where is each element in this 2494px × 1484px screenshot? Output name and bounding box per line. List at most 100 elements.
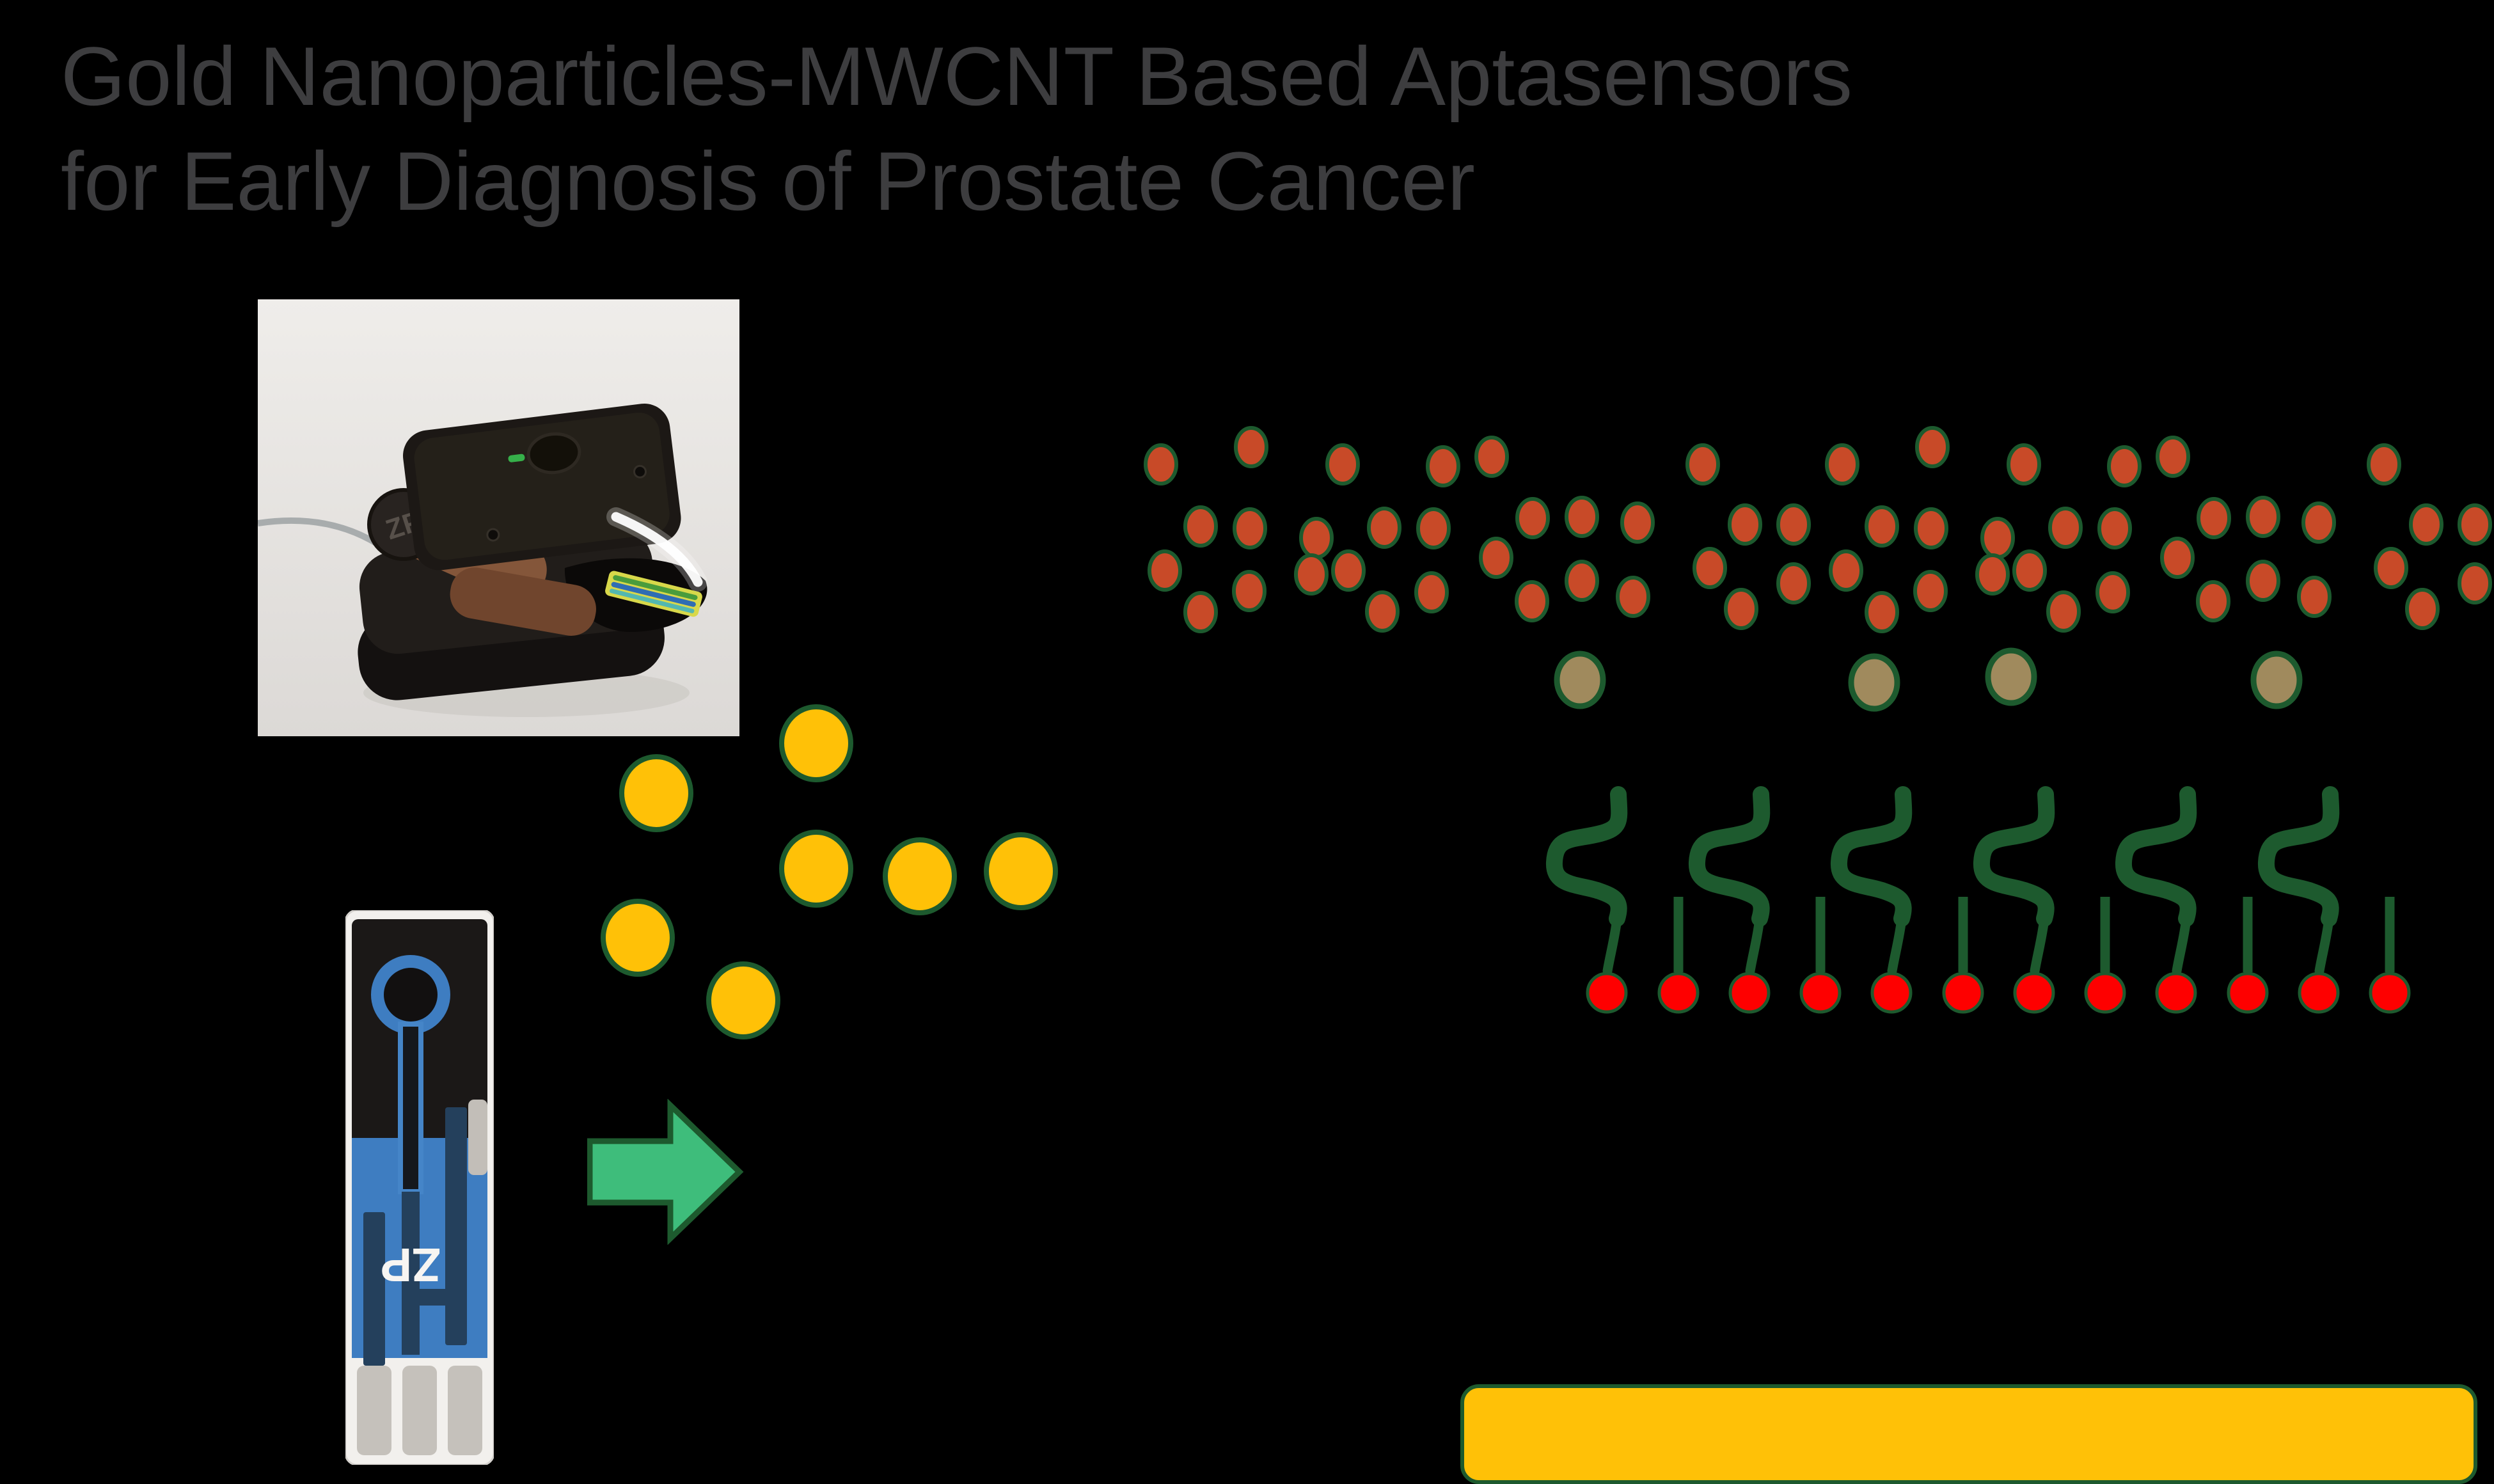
analyte-dot-icon	[1776, 503, 1811, 546]
title-line-1: Gold Nanoparticles-MWCNT Based Aptasenso…	[61, 29, 1852, 123]
analyte-dot-icon	[1299, 517, 1334, 559]
analyte-dot-icon	[2197, 497, 2231, 539]
aptamer-hairpin-icon	[2258, 786, 2340, 927]
aptamer-tail	[1745, 913, 1765, 976]
interferent-dot-icon	[1848, 653, 1900, 712]
redox-tip-icon	[2155, 972, 2197, 1014]
reader-device-photo: ZP	[258, 299, 739, 736]
analyte-dot-icon	[1565, 496, 1599, 538]
analyte-dot-icon	[1913, 570, 1948, 612]
redox-tip-icon	[2369, 972, 2411, 1014]
analyte-dot-icon	[2107, 445, 2142, 487]
analyte-dot-icon	[1367, 507, 1401, 549]
electrode-strip-photo: ZP	[345, 910, 494, 1465]
analyte-dot-icon	[2012, 549, 2047, 592]
analyte-dot-icon	[1365, 590, 1400, 633]
analyte-dot-icon	[1234, 426, 1268, 468]
analyte-dot-icon	[1825, 443, 1859, 485]
analyte-dot-icon	[2095, 571, 2130, 613]
redox-tip-icon	[2013, 972, 2055, 1014]
gold-nanoparticle-icon	[984, 832, 1058, 910]
redox-tip-icon	[1728, 972, 1771, 1014]
device-lid-top-face	[414, 413, 670, 560]
analyte-dot-icon	[1724, 588, 1758, 630]
analyte-dot-icon	[2374, 547, 2408, 589]
analyte-dot-icon	[2196, 580, 2230, 622]
analyte-dot-icon	[1474, 436, 1509, 478]
analyte-dot-icon	[1515, 497, 1550, 539]
gold-nanoparticle-icon	[883, 837, 957, 915]
strip-stripe-green	[613, 575, 698, 601]
analyte-dot-icon	[2246, 560, 2280, 602]
side-contact-pad	[468, 1100, 487, 1175]
redox-tip-icon	[2227, 972, 2269, 1014]
interferent-dot-icon	[1985, 647, 2037, 706]
analyte-dot-icon	[1728, 503, 1762, 546]
trace-center-jog	[418, 1289, 446, 1306]
analyte-dot-icon	[1148, 549, 1182, 592]
analyte-dot-icon	[2458, 503, 2492, 546]
analyte-dot-icon	[1829, 549, 1863, 592]
aptamer-tail	[1602, 913, 1622, 976]
redox-tip-icon	[1799, 972, 1842, 1014]
gold-nanoparticle-icon	[779, 704, 853, 782]
analyte-dot-icon	[1183, 591, 1218, 633]
analyte-dot-icon	[2301, 501, 2336, 544]
analyte-dot-icon	[1144, 443, 1178, 485]
interferent-dot-icon	[2250, 651, 2303, 709]
gold-nanoparticle-icon	[601, 899, 675, 977]
redox-tip-icon	[1942, 972, 1984, 1014]
strip-stripe-teal	[610, 588, 695, 613]
analyte-dot-icon	[1294, 553, 1329, 596]
interferent-dot-icon	[1554, 651, 1606, 709]
analyte-dot-icon	[1865, 591, 1899, 633]
analyte-dot-icon	[1975, 553, 2010, 596]
redox-tip-icon	[1657, 972, 1700, 1014]
gold-nanoparticle-icon	[619, 754, 693, 832]
analyte-dot-icon	[2405, 588, 2440, 630]
analyte-dot-icon	[1183, 505, 1218, 548]
contact-pad-left	[357, 1366, 391, 1455]
aptamer-hairpin-icon	[1689, 786, 1771, 927]
analyte-dot-icon	[2367, 443, 2401, 485]
analyte-dot-icon	[2160, 537, 2195, 579]
analyte-dot-icon	[1416, 507, 1451, 549]
analyte-dot-icon	[1426, 445, 1460, 487]
aptamer-tail	[2314, 913, 2334, 976]
analyte-dot-icon	[2007, 443, 2041, 485]
aptamer-tail	[2172, 913, 2191, 976]
gold-nanoparticle-icon	[779, 830, 853, 908]
title-line-2: for Early Diagnosis of Prostate Cancer	[61, 134, 1475, 228]
green-led	[508, 454, 525, 462]
analyte-dot-icon	[2409, 503, 2443, 546]
analyte-dot-icon	[1331, 549, 1366, 592]
analyte-dot-icon	[1232, 570, 1267, 612]
lever-arm-lower	[450, 567, 596, 636]
analyte-dot-icon	[2156, 436, 2190, 478]
analyte-dot-icon	[1616, 576, 1650, 618]
gold-nanoparticle-icon	[706, 961, 780, 1039]
analyte-dot-icon	[1565, 560, 1599, 602]
redox-tip-icon	[1586, 972, 1628, 1014]
aptamer-hairpin-icon	[2115, 786, 2197, 927]
highlight-bar	[1460, 1384, 2477, 1484]
analyte-dot-icon	[2246, 496, 2280, 538]
analyte-dot-icon	[1685, 443, 1720, 485]
trace-center	[402, 1192, 420, 1355]
aptamer-tail	[1887, 913, 1907, 976]
page-title: Gold Nanoparticles-MWCNT Based Aptasenso…	[61, 24, 1852, 234]
analyte-dot-icon	[2297, 576, 2332, 618]
contact-pad-center	[402, 1366, 437, 1455]
trace-right	[445, 1107, 467, 1345]
analyte-dot-icon	[2046, 590, 2081, 633]
analyte-dot-icon	[1865, 505, 1899, 548]
aptamer-tail	[2030, 913, 2049, 976]
aptamer-hairpin-icon	[1973, 786, 2055, 927]
strip-label: ZP	[381, 1238, 441, 1291]
analyte-dot-icon	[1620, 501, 1655, 544]
right-arrow-shape	[587, 1099, 744, 1245]
analyte-dot-icon	[1515, 580, 1549, 622]
redox-tip-icon	[2084, 972, 2126, 1014]
analyte-dot-icon	[1776, 562, 1811, 604]
screw-right	[633, 464, 647, 478]
